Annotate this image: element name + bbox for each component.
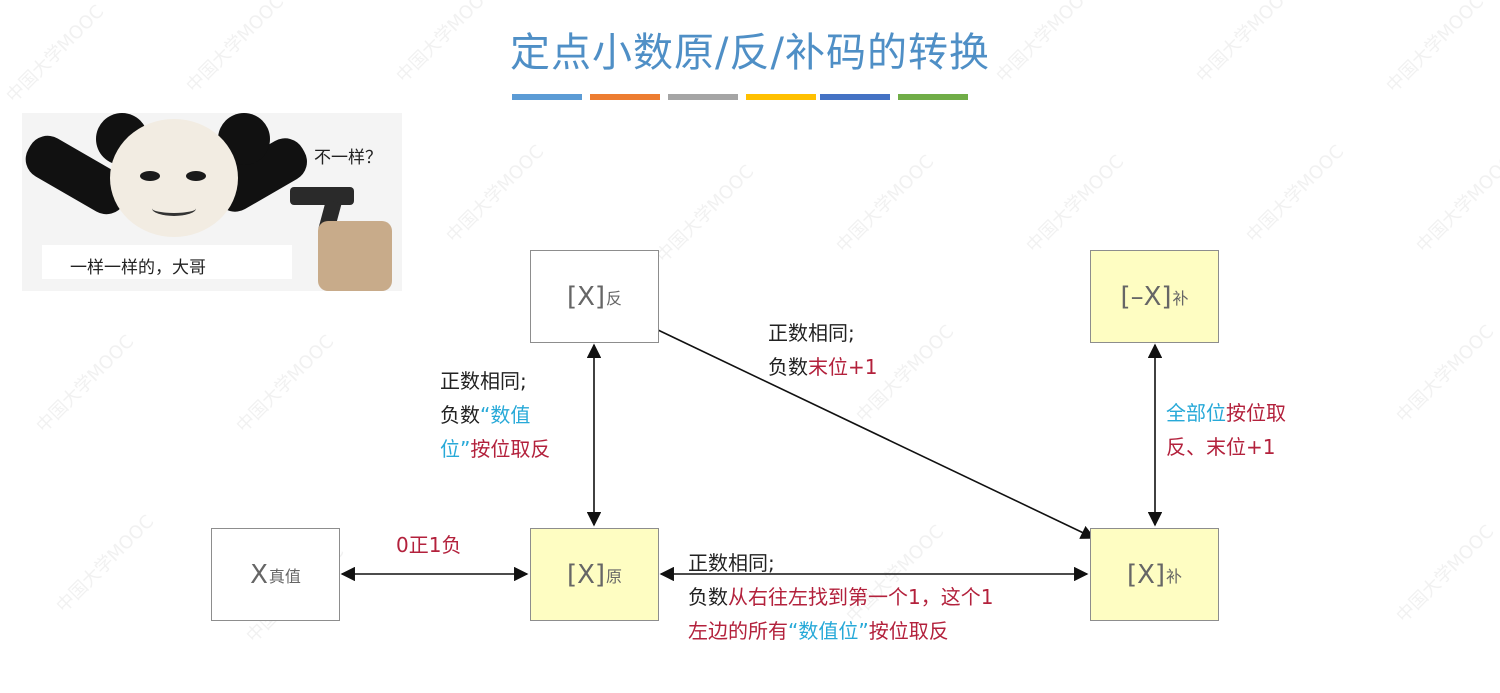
color-bar [820, 94, 890, 100]
color-bar [746, 94, 816, 100]
label-line: 负数从右往左找到第一个1，这个1 [688, 580, 993, 614]
meme-head [110, 119, 238, 237]
label-text: “数值位” [788, 619, 869, 643]
meme-mouth [152, 201, 196, 216]
color-bar [590, 94, 660, 100]
node-main: [X] [1126, 559, 1166, 590]
label-line: 位”按位取反 [440, 432, 550, 466]
color-bar [668, 94, 738, 100]
label-text: 左边的所有 [688, 619, 788, 643]
label-line: 正数相同; [768, 321, 855, 345]
label-original-to-twos: 正数相同; 负数从右往左找到第一个1，这个1 左边的所有“数值位”按位取反 [688, 546, 993, 648]
label-text: 按位取反 [868, 619, 949, 643]
pistol-icon [290, 187, 354, 205]
node-sub: 反 [606, 288, 623, 308]
node-neg-twos-complement: [–X]补 [1090, 250, 1219, 343]
color-bar [512, 94, 582, 100]
meme-speech: 不一样？ [314, 148, 382, 168]
meme-eye [140, 171, 160, 181]
color-bar [898, 94, 968, 100]
node-twos-complement: [X]补 [1090, 528, 1219, 621]
page-title: 定点小数原/反/补码的转换 [510, 30, 990, 76]
label-true-to-original: 0正1负 [396, 533, 462, 557]
label-line: 正数相同; [440, 369, 527, 393]
label-line: 反、末位+1 [1166, 435, 1276, 459]
label-text: 从右往左找到第一个1，这个1 [728, 585, 994, 609]
label-line: 负数末位+1 [768, 350, 877, 384]
label-line: 左边的所有“数值位”按位取反 [688, 614, 993, 648]
label-text: 负数 [440, 403, 480, 427]
label-text: 负数 [688, 585, 728, 609]
label-text: “数值 [480, 403, 531, 427]
label-original-to-ones: 正数相同; 负数“数值 位”按位取反 [440, 364, 550, 466]
label-line: 负数“数值 [440, 398, 550, 432]
label-text: 按位取 [1226, 401, 1286, 425]
label-text: 负数 [768, 355, 808, 379]
label-text: 按位取反 [470, 437, 551, 461]
label-ones-to-twos: 正数相同; 负数末位+1 [768, 316, 877, 384]
meme-image: 一样一样的，大哥 不一样？ [22, 113, 402, 291]
node-ones-complement: [X]反 [530, 250, 659, 343]
node-sub: 补 [1172, 288, 1189, 308]
label-text: 位” [440, 437, 471, 461]
node-main: [X] [566, 559, 606, 590]
node-sign-magnitude: [X]原 [530, 528, 659, 621]
node-sub: 真值 [268, 566, 301, 586]
meme-eye [186, 171, 206, 181]
meme-hand [318, 221, 392, 291]
label-line: 全部位按位取 [1166, 396, 1286, 430]
label-line: 正数相同; [688, 551, 775, 575]
label-text: 末位+1 [808, 355, 878, 379]
node-main: X [250, 559, 268, 590]
meme-caption: 一样一样的，大哥 [70, 258, 206, 278]
label-text: 全部位 [1166, 401, 1226, 425]
node-main: [X] [566, 281, 606, 312]
meme-caption-bg [42, 245, 292, 279]
arrow-ones-twos [657, 329, 1096, 539]
node-main: [–X] [1120, 281, 1172, 312]
node-sub: 补 [1166, 566, 1183, 586]
node-sub: 原 [606, 566, 623, 586]
label-twos-to-neg: 全部位按位取 反、末位+1 [1166, 396, 1286, 464]
